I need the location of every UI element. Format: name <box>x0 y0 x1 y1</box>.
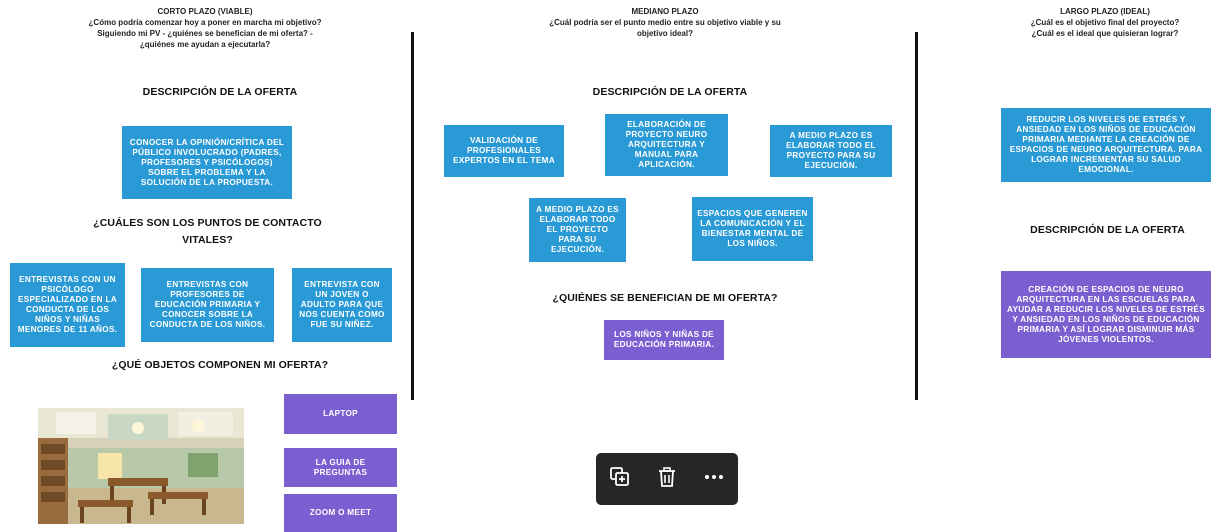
middle-section-offer-title: DESCRIPCIÓN DE LA OFERTA <box>592 86 748 98</box>
left-offer-card[interactable]: CONOCER LA OPINIÓN/CRÍTICA DEL PÚBLICO I… <box>122 126 292 199</box>
duplicate-icon <box>609 466 631 493</box>
middle-offer-card-medium-term[interactable]: A MEDIO PLAZO ES ELABORAR TODO EL PROYEC… <box>770 125 892 177</box>
delete-button[interactable] <box>652 464 682 494</box>
middle-offer-card-medium-term-2[interactable]: A MEDIO PLAZO ES ELABORAR TODO EL PROYEC… <box>529 198 626 262</box>
object-card-laptop[interactable]: LAPTOP <box>284 394 397 434</box>
more-options-button[interactable] <box>699 464 729 494</box>
column-divider-right <box>915 32 918 400</box>
right-column-header: LARGO PLAZO (IDEAL) ¿Cuál es el objetivo… <box>990 6 1218 39</box>
trash-icon <box>656 466 678 493</box>
left-header-title: CORTO PLAZO (VIABLE) <box>157 7 253 16</box>
middle-header-title: MEDIANO PLAZO <box>631 7 699 16</box>
more-icon <box>703 466 725 493</box>
contact-card-psychologist[interactable]: ENTREVISTAS CON UN PSICÓLOGO ESPECIALIZA… <box>10 263 125 347</box>
left-header-question-1: ¿Cómo podría comenzar hoy a poner en mar… <box>88 18 322 27</box>
middle-offer-card-spaces[interactable]: ESPACIOS QUE GENEREN LA COMUNICACIÓN Y E… <box>692 197 813 261</box>
middle-offer-card-validation[interactable]: VALIDACIÓN DE PROFESIONALES EXPERTOS EN … <box>444 125 564 177</box>
middle-section-benefit-title: ¿QUIÉNES SE BENEFICIAN DE MI OFERTA? <box>552 292 778 304</box>
left-header-question-2: Siguiendo mi PV - ¿quiénes se benefician… <box>97 29 313 38</box>
middle-benefit-card[interactable]: LOS NIÑOS Y NIÑAS DE EDUCACIÓN PRIMARIA. <box>604 320 724 360</box>
middle-offer-card-project[interactable]: ELABORACIÓN DE PROYECTO NEURO ARQUITECTU… <box>605 114 728 176</box>
classroom-image[interactable] <box>38 408 244 524</box>
object-card-question-guide[interactable]: LA GUIA DE PREGUNTAS <box>284 448 397 487</box>
middle-header-question-1: ¿Cuál podría ser el punto medio entre su… <box>549 18 781 27</box>
middle-column-header: MEDIANO PLAZO ¿Cuál podría ser el punto … <box>505 6 825 39</box>
right-header-question-2: ¿Cuál es el ideal que quisieran lograr? <box>1031 29 1179 38</box>
right-header-title: LARGO PLAZO (IDEAL) <box>1060 7 1150 16</box>
left-section-offer-title: DESCRIPCIÓN DE LA OFERTA <box>142 86 298 98</box>
right-offer-card[interactable]: CREACIÓN DE ESPACIOS DE NEURO ARQUITECTU… <box>1001 271 1211 358</box>
column-divider-left <box>411 32 414 400</box>
right-header-question-1: ¿Cuál es el objetivo final del proyecto? <box>1030 18 1180 27</box>
right-section-offer-title: DESCRIPCIÓN DE LA OFERTA <box>1030 224 1185 236</box>
left-column-header: CORTO PLAZO (VIABLE) ¿Cómo podría comenz… <box>40 6 370 50</box>
duplicate-button[interactable] <box>605 464 635 494</box>
right-goal-card[interactable]: REDUCIR LOS NIVELES DE ESTRÉS Y ANSIEDAD… <box>1001 108 1211 182</box>
selection-toolbar <box>596 453 738 505</box>
contact-card-teachers[interactable]: ENTREVISTAS CON PROFESORES DE EDUCACIÓN … <box>141 268 274 342</box>
contact-card-young-adult[interactable]: ENTREVISTA CON UN JOVEN O ADULTO PARA QU… <box>292 268 392 342</box>
left-section-contact-title: ¿CUÁLES SON LOS PUNTOS DE CONTACTO VITAL… <box>93 217 322 246</box>
object-card-zoom-meet[interactable]: ZOOM O MEET <box>284 494 397 532</box>
middle-header-question-2: objetivo ideal? <box>636 29 693 38</box>
left-header-question-3: ¿quiénes me ayudan a ejecutarla? <box>139 40 271 49</box>
left-section-objects-title: ¿QUÉ OBJETOS COMPONEN MI OFERTA? <box>111 359 329 371</box>
